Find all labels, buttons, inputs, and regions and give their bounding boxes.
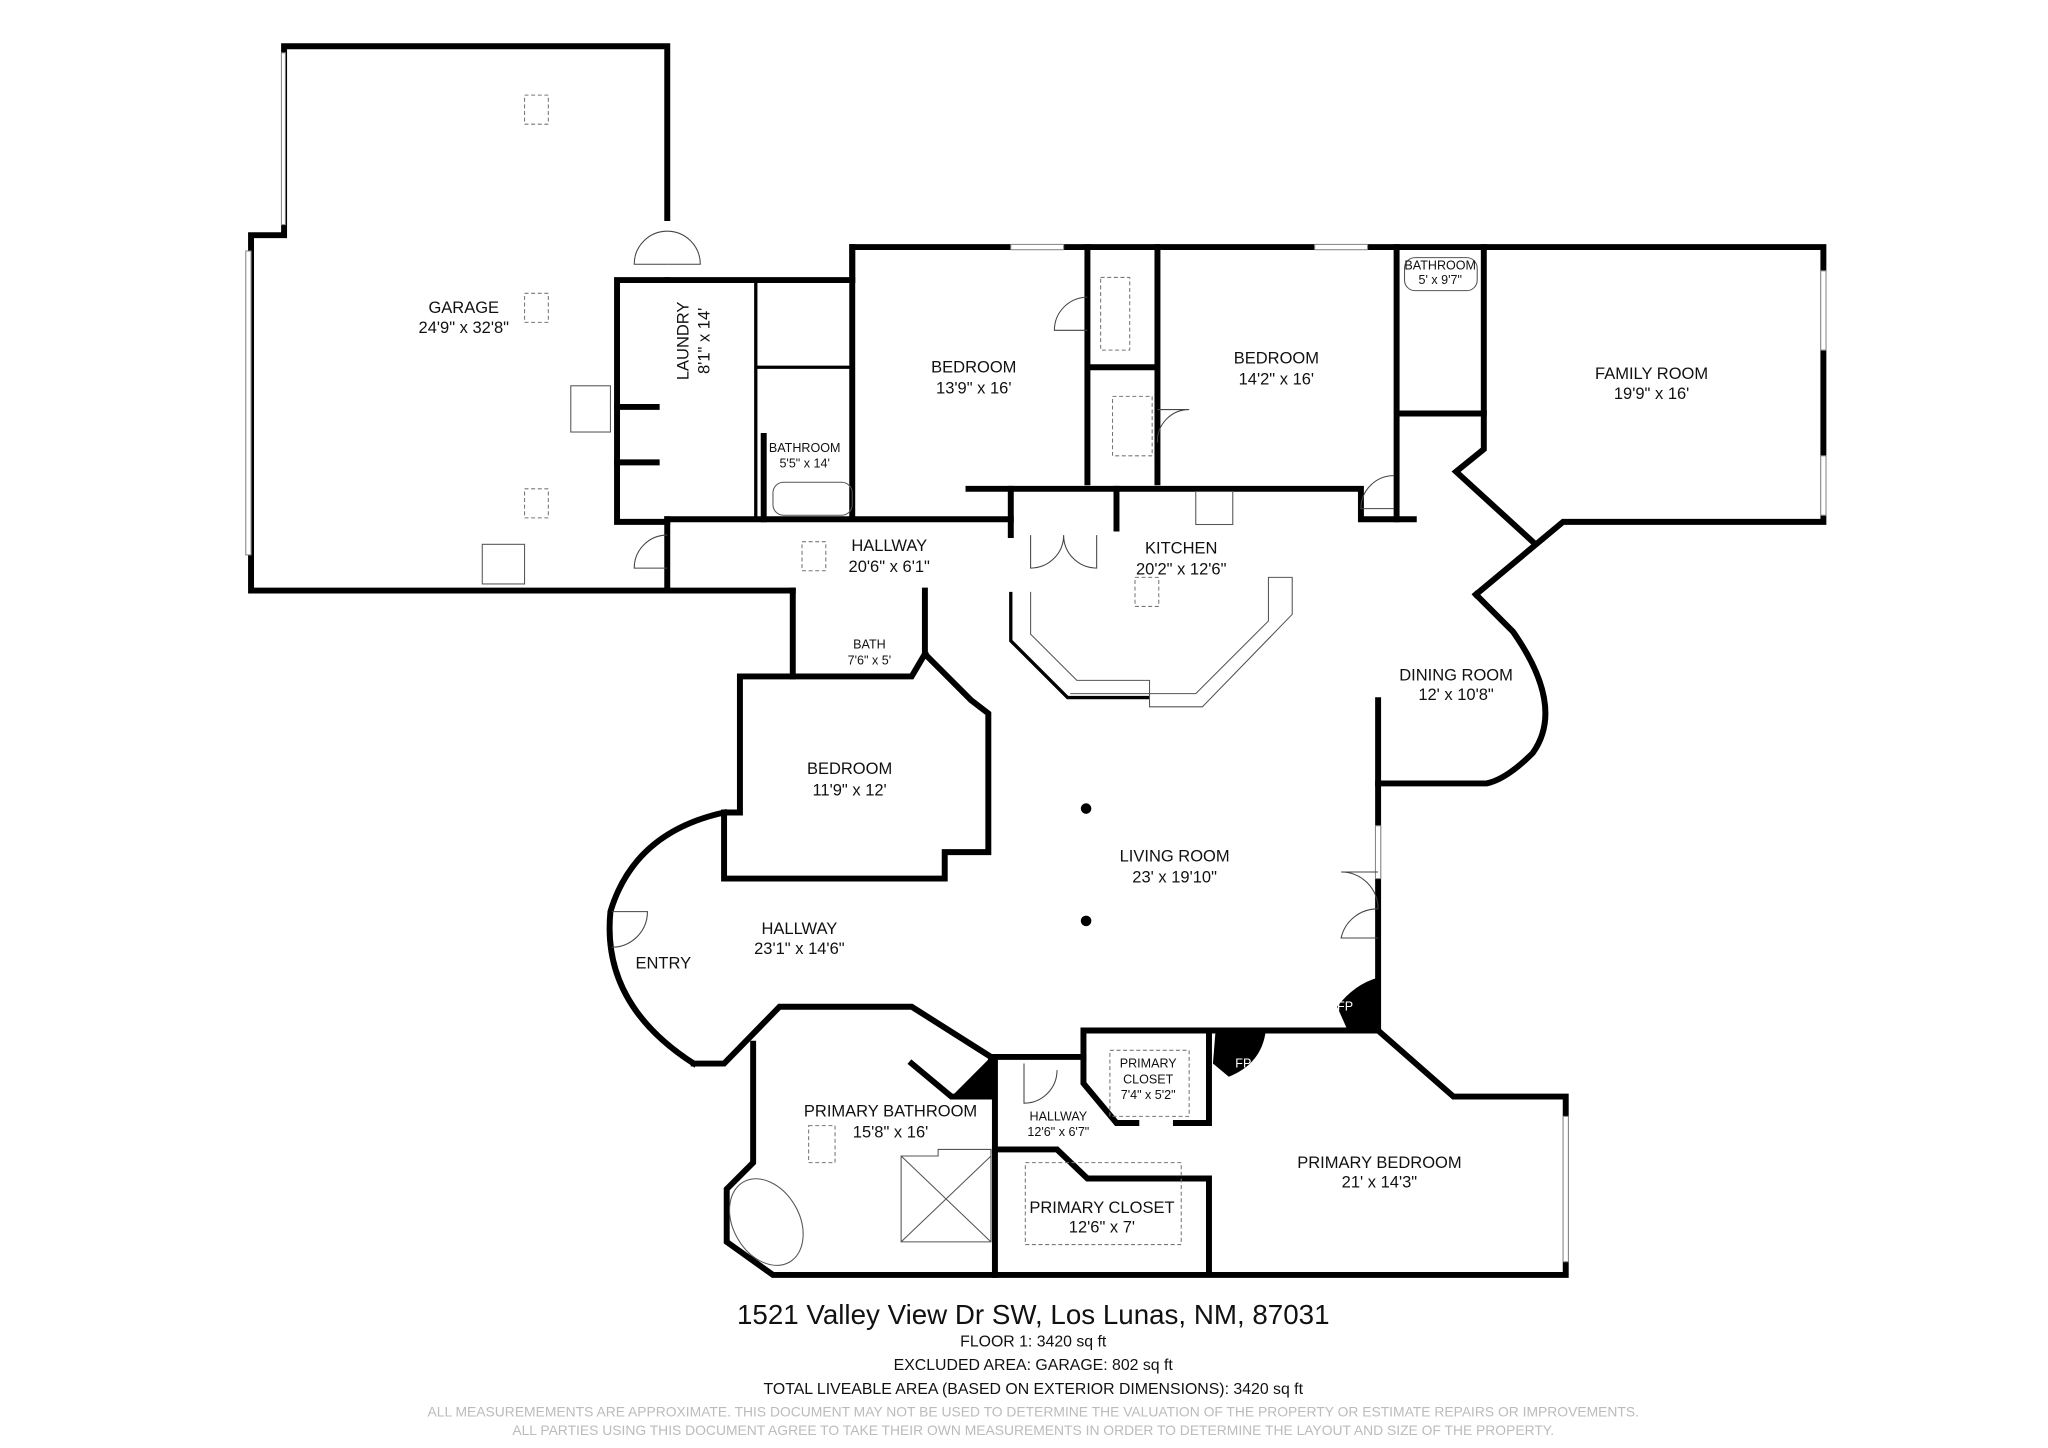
room-dimensions: 11'9" x 12' bbox=[812, 781, 886, 799]
room-name: HALLWAY bbox=[1030, 1109, 1088, 1123]
disclaimer-line-2: ALL PARTIES USING THIS DOCUMENT AGREE TO… bbox=[512, 1422, 1554, 1438]
room-name: BATH bbox=[853, 638, 886, 652]
room-name: GARAGE bbox=[428, 299, 499, 317]
fireplace-label: FP bbox=[1337, 1000, 1353, 1014]
room-name: BATHROOM bbox=[769, 441, 841, 455]
room-name: LIVING ROOM bbox=[1120, 847, 1230, 865]
room-name: BEDROOM bbox=[1234, 349, 1319, 367]
doors bbox=[611, 230, 1394, 1104]
room-name: LAUNDRY bbox=[674, 302, 692, 381]
room-name: HALLWAY bbox=[761, 920, 837, 938]
room-dimensions: 23' x 19'10" bbox=[1132, 869, 1217, 887]
room-dimensions: 23'1" x 14'6" bbox=[754, 940, 845, 958]
room-name: BEDROOM bbox=[807, 760, 892, 778]
disclaimer-line-1: ALL MEASUREMEMENTS ARE APPROXIMATE. THIS… bbox=[428, 1403, 1639, 1419]
room-dimensions: 12'6" x 6'7" bbox=[1027, 1125, 1089, 1139]
room-name: HALLWAY bbox=[851, 537, 927, 555]
room-dimensions: 20'2" x 12'6" bbox=[1136, 561, 1227, 579]
fireplace-label: FP bbox=[1235, 1057, 1251, 1071]
room-dimensions: 8'1" x 14' bbox=[696, 308, 714, 374]
room-dimensions: 21' x 14'3" bbox=[1342, 1174, 1418, 1192]
windows bbox=[245, 52, 1827, 1263]
fixtures bbox=[481, 94, 1478, 1266]
room-dimensions: 12'6" x 7' bbox=[1069, 1219, 1135, 1237]
room-name: KITCHEN bbox=[1145, 540, 1217, 558]
walls bbox=[248, 43, 1827, 1278]
room-dimensions: 5'5" x 14' bbox=[779, 457, 829, 471]
room-name: PRIMARY CLOSET bbox=[1029, 1199, 1174, 1217]
room-name: PRIMARY bbox=[1120, 1057, 1178, 1071]
room-name: BATHROOM bbox=[1404, 259, 1476, 273]
room-dimensions: 5' x 9'7" bbox=[1418, 273, 1461, 287]
room-name-line2: CLOSET bbox=[1123, 1072, 1174, 1086]
property-address: 1521 Valley View Dr SW, Los Lunas, NM, 8… bbox=[737, 1299, 1330, 1330]
room-dimensions: 7'4" x 5'2" bbox=[1121, 1088, 1176, 1102]
room-dimensions: 19'9" x 16' bbox=[1614, 385, 1689, 403]
room-dimensions: 14'2" x 16' bbox=[1239, 370, 1314, 388]
total-area: TOTAL LIVEABLE AREA (BASED ON EXTERIOR D… bbox=[764, 1381, 1304, 1398]
room-labels: GARAGE 24'9" x 32'8" LAUNDRY 8'1" x 14' … bbox=[419, 259, 1709, 1237]
room-name: PRIMARY BEDROOM bbox=[1297, 1154, 1461, 1172]
room-dimensions: 7'6" x 5' bbox=[848, 654, 891, 668]
room-dimensions: 24'9" x 32'8" bbox=[419, 319, 510, 337]
floor-area: FLOOR 1: 3420 sq ft bbox=[960, 1333, 1107, 1350]
room-name: PRIMARY BATHROOM bbox=[804, 1102, 977, 1120]
room-name: BEDROOM bbox=[931, 359, 1016, 377]
footer: 1521 Valley View Dr SW, Los Lunas, NM, 8… bbox=[428, 1299, 1639, 1438]
room-name: FAMILY ROOM bbox=[1595, 365, 1708, 383]
room-dimensions: 20'6" x 6'1" bbox=[849, 558, 930, 576]
room-dimensions: 12' x 10'8" bbox=[1418, 686, 1494, 704]
room-name: DINING ROOM bbox=[1399, 666, 1513, 684]
room-name: ENTRY bbox=[635, 954, 691, 972]
room-dimensions: 15'8" x 16' bbox=[853, 1124, 928, 1142]
room-dimensions: 13'9" x 16' bbox=[936, 380, 1011, 398]
excluded-area: EXCLUDED AREA: GARAGE: 802 sq ft bbox=[894, 1357, 1174, 1374]
